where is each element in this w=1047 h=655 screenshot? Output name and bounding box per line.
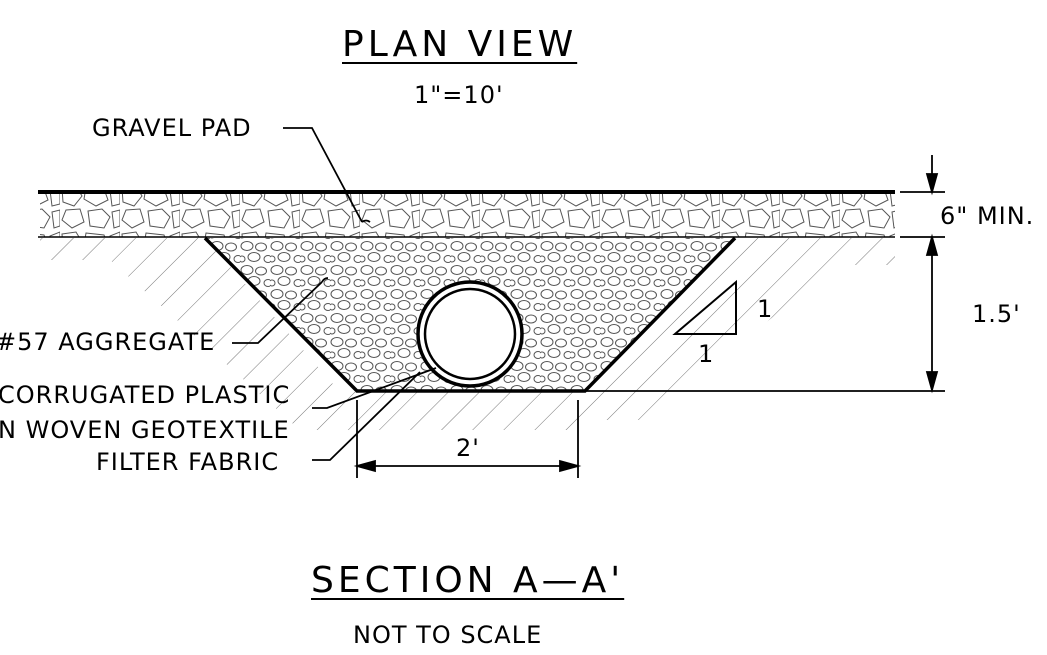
corrugated-pipe [416,280,524,388]
aggregate-label: #57 AGGREGATE [0,328,216,356]
section-scale: NOT TO SCALE [353,621,543,649]
gravel-pad-leader [283,127,363,223]
gravel-pad [38,190,895,238]
pipe-label: CORRUGATED PLASTIC [0,381,291,409]
gravel-pad-leader-tail [361,219,371,223]
slope-run-label: 1 [698,340,715,368]
pad-thickness-label: 6" MIN. [940,202,1035,230]
trench-depth-label: 1.5' [972,300,1021,328]
dimension-trench-width [353,400,582,478]
slope-triangle [672,279,737,335]
section-title: SECTION A—A' [311,560,625,601]
trench-width-label: 2' [456,434,480,462]
dimension-pad-thickness [585,155,945,394]
fabric-label-line3: FILTER FABRIC [96,448,280,476]
leader-lines [232,127,437,461]
plan-view-scale: 1"=10' [414,81,504,109]
pipe-leader [312,367,437,409]
fabric-leader [312,371,421,461]
plan-view-title: PLAN VIEW [342,24,578,65]
gravel-pad-label: GRAVEL PAD [92,114,252,142]
aggregate-leader [232,281,323,344]
aggregate-leader-tail [321,277,329,283]
slope-rise-label: 1 [757,295,774,323]
fabric-label-line2: N WOVEN GEOTEXTILE [0,416,290,444]
